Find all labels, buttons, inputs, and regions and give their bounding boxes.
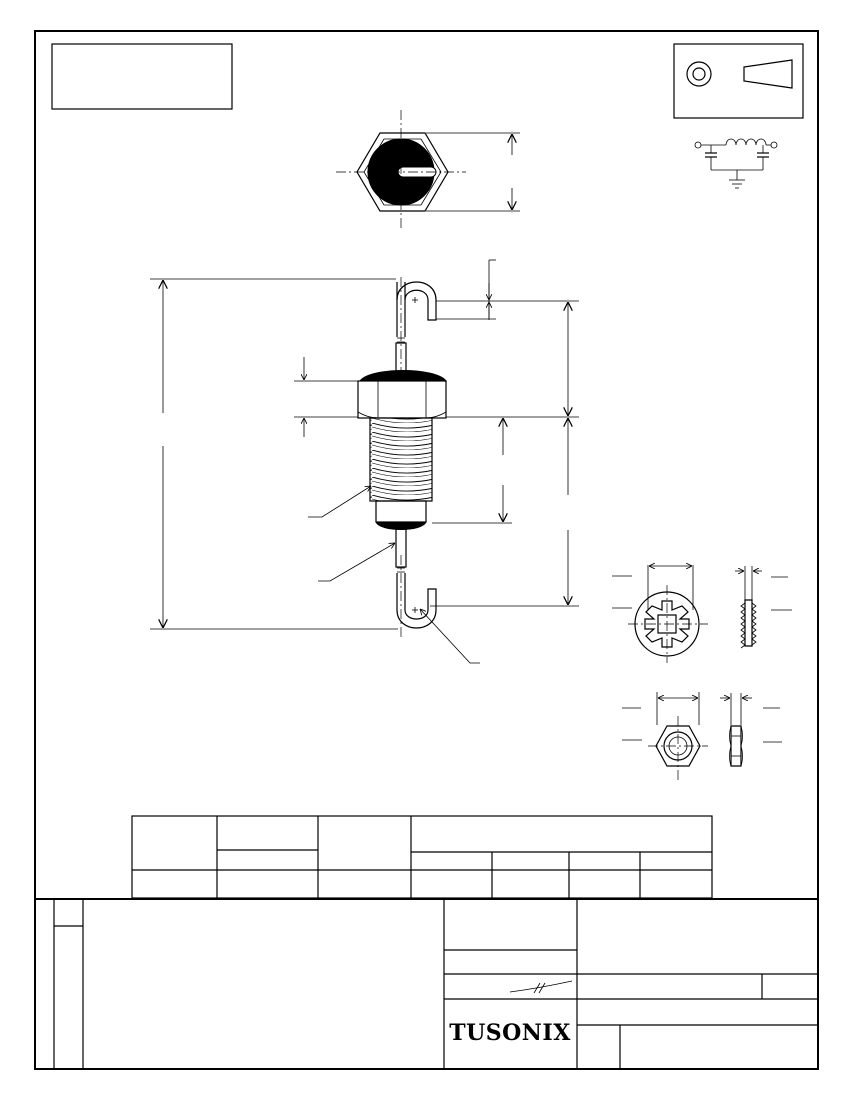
filter-side-view bbox=[357, 277, 447, 640]
pi-filter-schematic bbox=[694, 138, 778, 189]
hexnut-views bbox=[622, 692, 782, 780]
title-block bbox=[35, 898, 818, 1069]
lockwasher-views bbox=[612, 565, 792, 663]
side-view-dimensions bbox=[150, 259, 579, 664]
part-label-box bbox=[51, 43, 233, 110]
top-view bbox=[336, 110, 520, 228]
company-logo: TUSONIX bbox=[449, 1020, 571, 1046]
sheet-border bbox=[34, 30, 819, 1070]
part-number-table bbox=[131, 815, 713, 899]
feedthrough-symbol bbox=[673, 43, 804, 119]
